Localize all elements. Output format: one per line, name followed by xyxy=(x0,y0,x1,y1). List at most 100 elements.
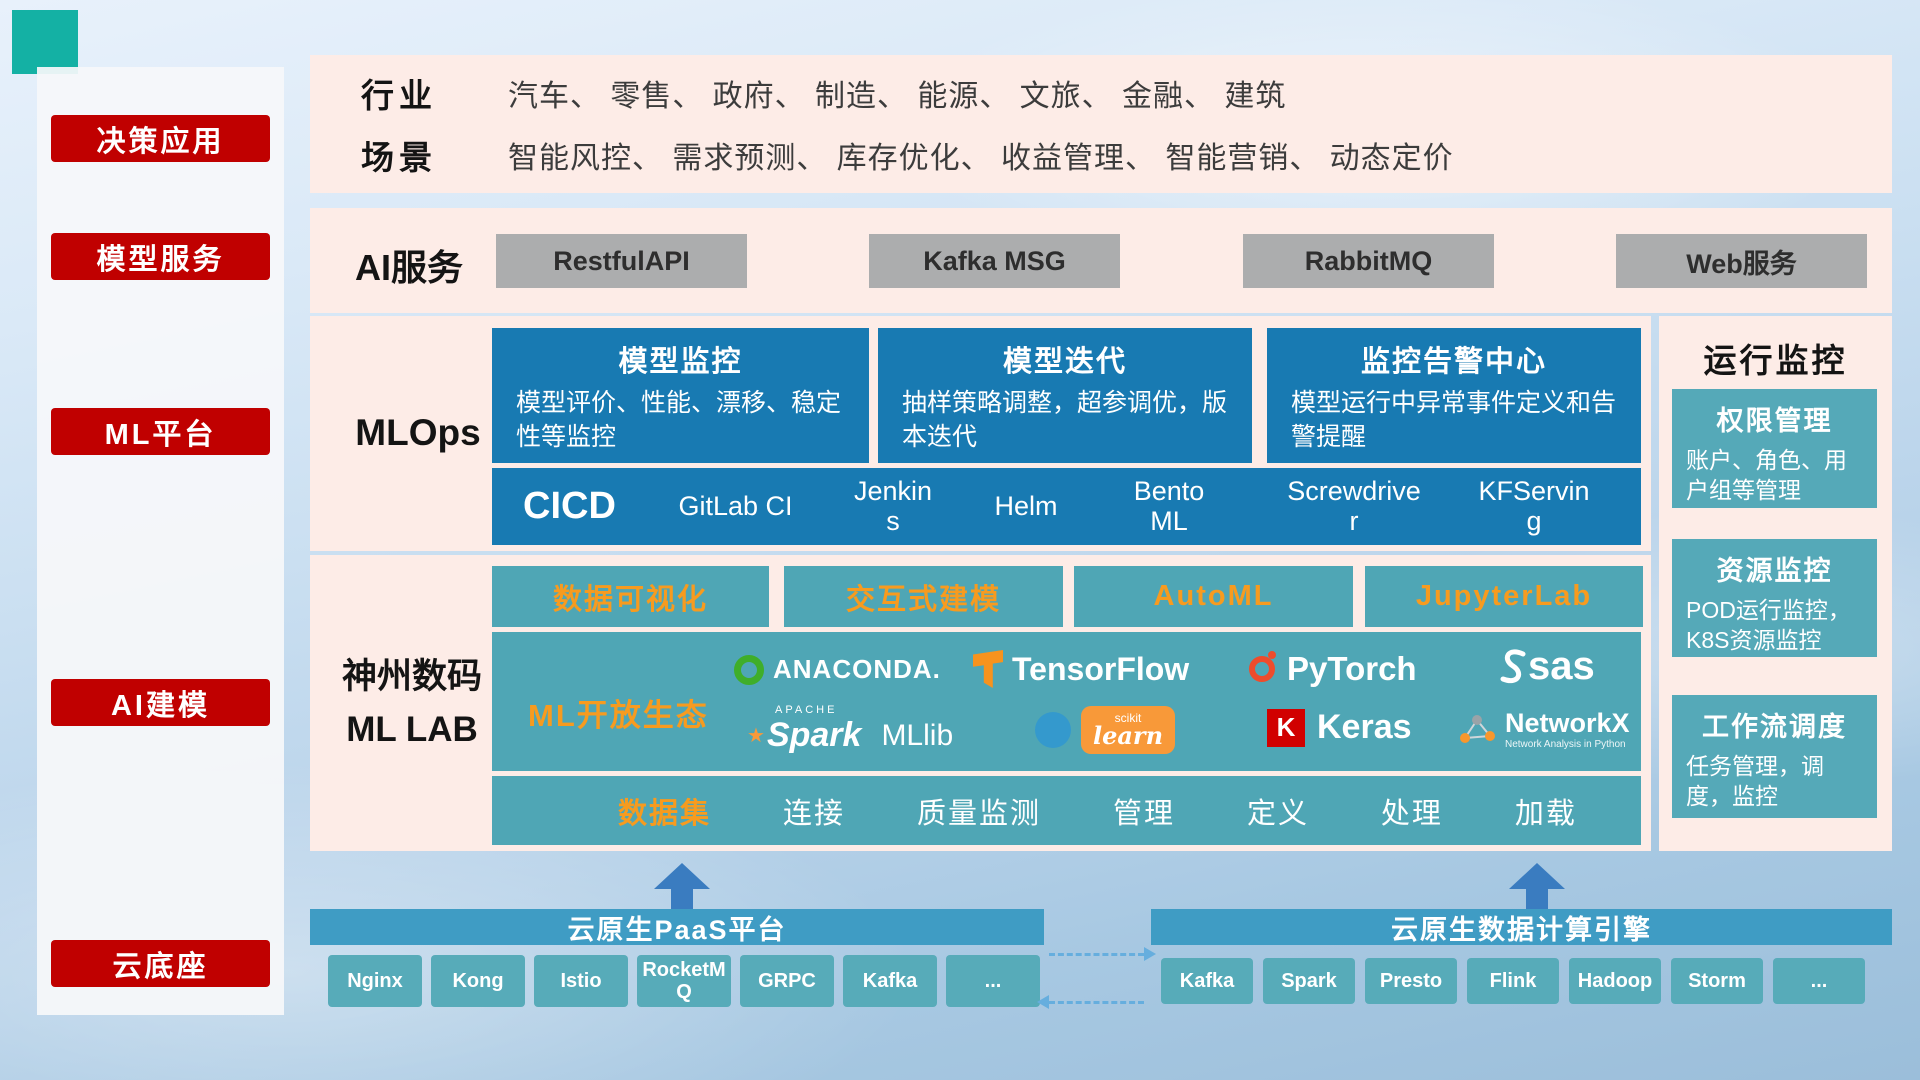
sidebar-item-ai-modeling: AI建模 xyxy=(51,679,270,726)
sidebar-item-decision-app: 决策应用 xyxy=(51,115,270,162)
learn-label: learn xyxy=(1092,721,1164,750)
cicd-item-bentoml: BentoML xyxy=(1133,475,1205,536)
tool-automl: AutoML xyxy=(1074,566,1353,627)
engine-item-flink: Flink xyxy=(1467,958,1559,1004)
engine-item-presto: Presto xyxy=(1365,958,1457,1004)
card-title: 权限管理 xyxy=(1716,406,1833,436)
engine-item-hadoop: Hadoop xyxy=(1569,958,1661,1004)
paas-item-kong: Kong xyxy=(431,955,525,1007)
ml-ecosystem-box: ML开放生态 ANACONDA. TensorFlow PyTorch sas xyxy=(492,632,1641,771)
sas-logo: sas xyxy=(1500,644,1595,689)
ai-service-panel: AI服务 RestfulAPI Kafka MSG RabbitMQ Web服务 xyxy=(310,208,1892,313)
tensorflow-logo: TensorFlow xyxy=(973,650,1189,688)
networkx-icon xyxy=(1460,715,1495,744)
dataset-item-process: 处理 xyxy=(1380,797,1443,830)
sidebar: 决策应用 模型服务 ML平台 AI建模 云底座 xyxy=(37,67,284,1015)
spark-mllib-logo: APACHE ★ Spark MLlib xyxy=(747,704,953,755)
scikit-label: scikit xyxy=(1114,711,1142,725)
paas-platform-bar: 云原生PaaS平台 xyxy=(310,909,1044,945)
card-desc: POD运行监控，K8S资源监控 xyxy=(1686,597,1851,653)
mllab-label-line1: 神州数码 xyxy=(341,657,482,696)
dataset-item-manage: 管理 xyxy=(1112,797,1175,830)
run-monitor-title: 运行监控 xyxy=(1703,342,1848,379)
card-desc: 抽样策略调整，超参调优，版本迭代 xyxy=(902,389,1228,451)
spark-wordmark: APACHE ★ Spark xyxy=(747,704,861,755)
industry-scene-panel: 行业 汽车、 零售、 政府、 制造、 能源、 文旅、 金融、 建筑 场景 智能风… xyxy=(310,55,1892,193)
engine-item-more: ... xyxy=(1773,958,1865,1004)
dataset-item-define: 定义 xyxy=(1246,797,1309,830)
engine-item-kafka: Kafka xyxy=(1161,958,1253,1004)
scikit-learn-circle-icon xyxy=(1035,712,1071,748)
dataset-label: 数据集 xyxy=(618,797,712,830)
keras-wordmark: Keras xyxy=(1317,708,1412,746)
card-title: 模型迭代 xyxy=(1002,346,1127,378)
dataset-item-load: 加载 xyxy=(1514,797,1577,830)
keras-icon: K xyxy=(1267,708,1305,747)
card-desc: 任务管理，调度，监控 xyxy=(1686,753,1824,809)
mllib-label: MLlib xyxy=(881,719,954,752)
anaconda-logo: ANACONDA. xyxy=(734,654,941,685)
up-arrow-engine xyxy=(1509,863,1565,909)
corner-decoration xyxy=(12,10,78,74)
engine-components-row: Kafka Spark Presto Flink Hadoop Storm ..… xyxy=(1161,958,1865,1004)
engine-item-spark: Spark xyxy=(1263,958,1355,1004)
card-title: 工作流调度 xyxy=(1702,712,1847,742)
model-iteration-card: 模型迭代 抽样策略调整，超参调优，版本迭代 xyxy=(878,328,1252,463)
cicd-item-screwdriver: Screwdriver xyxy=(1287,475,1421,536)
mllab-label: 神州数码 ML LAB xyxy=(324,651,500,756)
service-kafka-msg: Kafka MSG xyxy=(869,234,1120,288)
engine-item-storm: Storm xyxy=(1671,958,1763,1004)
service-restfulapi: RestfulAPI xyxy=(496,234,747,288)
workflow-scheduler-card: 工作流调度 任务管理，调度，监控 xyxy=(1672,695,1877,818)
apache-label: APACHE xyxy=(775,704,838,716)
tensorflow-icon xyxy=(973,650,1003,688)
dashed-arrow-left xyxy=(1037,995,1144,1009)
spark-star-icon: ★ xyxy=(747,725,765,747)
paas-item-nginx: Nginx xyxy=(328,955,422,1007)
data-engine-bar: 云原生数据计算引擎 xyxy=(1151,909,1892,945)
ai-service-label: AI服务 xyxy=(355,247,464,288)
scikit-learn-icon: scikit learn xyxy=(1081,706,1175,754)
dataset-item-connect: 连接 xyxy=(782,797,845,830)
tool-jupyterlab: JupyterLab xyxy=(1365,566,1643,627)
run-monitor-panel: 运行监控 权限管理 账户、角色、用户组等管理 资源监控 POD运行监控，K8S资… xyxy=(1659,316,1892,851)
industry-row: 行业 汽车、 零售、 政府、 制造、 能源、 文旅、 金融、 建筑 xyxy=(310,65,1892,121)
sidebar-item-cloud-base: 云底座 xyxy=(51,940,270,987)
up-arrow-paas xyxy=(654,863,710,909)
cicd-label: CICD xyxy=(523,485,616,527)
pytorch-icon xyxy=(1249,651,1276,682)
anaconda-icon xyxy=(734,654,764,685)
cicd-item-jenkins: Jenkins xyxy=(853,475,933,536)
mlops-label: MLOps xyxy=(355,412,481,453)
paas-item-more: ... xyxy=(946,955,1040,1007)
cicd-item-kfserving: KFServing xyxy=(1478,475,1590,536)
card-title: 模型监控 xyxy=(618,346,743,378)
pytorch-logo: PyTorch xyxy=(1249,650,1417,688)
tensorflow-wordmark: TensorFlow xyxy=(1012,650,1190,687)
card-title: 资源监控 xyxy=(1716,556,1833,586)
tool-data-visualization: 数据可视化 xyxy=(492,566,769,627)
service-rabbitmq: RabbitMQ xyxy=(1243,234,1494,288)
spark-name: Spark xyxy=(766,716,862,754)
tool-interactive-modeling: 交互式建模 xyxy=(784,566,1063,627)
dataset-bar: 数据集 连接 质量监测 管理 定义 处理 加载 xyxy=(492,776,1641,845)
sidebar-item-ml-platform: ML平台 xyxy=(51,408,270,455)
paas-components-row: Nginx Kong Istio RocketMQ GRPC Kafka ... xyxy=(328,955,1040,1007)
networkx-logo: NetworkX Network Analysis in Python xyxy=(1457,708,1630,751)
card-title: 监控告警中心 xyxy=(1360,346,1547,378)
model-monitoring-card: 模型监控 模型评价、性能、漂移、稳定性等监控 xyxy=(492,328,869,463)
resource-monitor-card: 资源监控 POD运行监控，K8S资源监控 xyxy=(1672,539,1877,657)
ml-ecosystem-label: ML开放生态 xyxy=(528,698,709,733)
mllab-panel: 神州数码 ML LAB 数据可视化 交互式建模 AutoML JupyterLa… xyxy=(310,555,1651,851)
industry-list: 汽车、 零售、 政府、 制造、 能源、 文旅、 金融、 建筑 xyxy=(508,80,1287,113)
permission-mgmt-card: 权限管理 账户、角色、用户组等管理 xyxy=(1672,389,1877,508)
alert-center-card: 监控告警中心 模型运行中异常事件定义和告警提醒 xyxy=(1267,328,1641,463)
paas-item-kafka: Kafka xyxy=(843,955,937,1007)
scene-list: 智能风控、 需求预测、 库存优化、 收益管理、 智能营销、 动态定价 xyxy=(508,142,1454,175)
anaconda-wordmark: ANACONDA. xyxy=(773,654,941,684)
service-web: Web服务 xyxy=(1616,234,1867,288)
sas-wordmark: sas xyxy=(1528,644,1595,688)
cicd-item-helm: Helm xyxy=(994,490,1058,521)
industry-label: 行业 xyxy=(361,77,437,114)
